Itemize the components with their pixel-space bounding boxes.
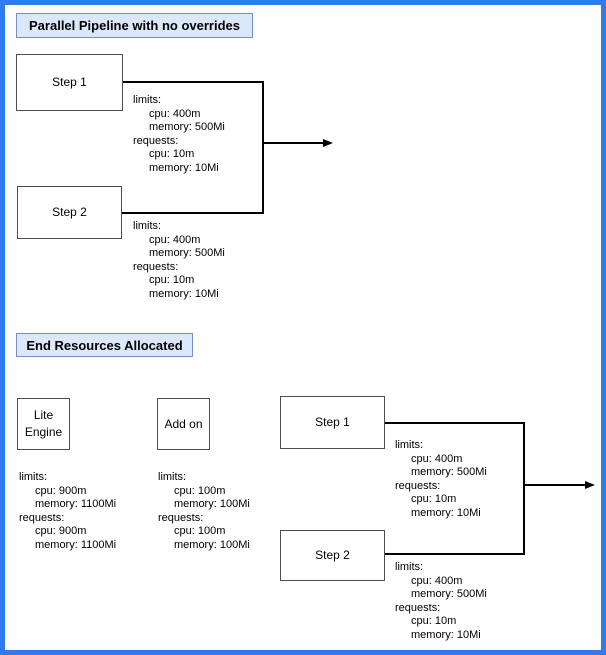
resource-line: memory: 10Mi: [411, 506, 481, 519]
resource-line: requests:: [133, 260, 179, 273]
node-bottom-step2: Step 2: [280, 530, 385, 581]
connector-top-merge-line: [262, 81, 264, 214]
resource-line: cpu: 100m: [174, 525, 226, 537]
resource-line: memory: 500Mi: [149, 247, 225, 259]
resource-line: memory: 1100Mi: [35, 498, 117, 510]
resource-line: limits:: [133, 94, 162, 106]
resource-line: cpu: 400m: [411, 574, 463, 587]
resource-line: limits:: [19, 471, 48, 483]
resource-line: cpu: 400m: [149, 233, 201, 246]
resources-bottom-step1: limits: cpu: 400m memory: 500Mi requests…: [395, 439, 487, 520]
resources-bottom-step2: limits: cpu: 400m memory: 500Mi requests…: [395, 561, 487, 642]
resource-line: memory: 1100Mi: [35, 538, 117, 551]
node-lite-engine: Lite Engine: [17, 398, 70, 450]
section-title-parallel-pipeline: Parallel Pipeline with no overrides: [16, 13, 253, 38]
resource-line: cpu: 400m: [411, 452, 463, 465]
connector-top-step1-line: [123, 81, 263, 83]
resource-line: requests:: [19, 511, 65, 524]
resource-line: limits:: [395, 439, 424, 451]
node-add-on: Add on: [157, 398, 210, 450]
node-lite-engine-label: Lite Engine: [24, 408, 63, 439]
resources-top-step1: limits: cpu: 400m memory: 500Mi requests…: [133, 94, 225, 175]
node-bottom-step2-label: Step 2: [315, 548, 350, 562]
resources-add-on: limits: cpu: 100m memory: 100Mi requests…: [158, 471, 250, 552]
resource-line: cpu: 900m: [35, 484, 87, 497]
node-top-step2-label: Step 2: [52, 205, 87, 219]
resource-line: memory: 100Mi: [174, 498, 250, 510]
resource-line: requests:: [395, 601, 441, 614]
connector-bottom-output-line: [524, 484, 585, 486]
resource-line: cpu: 400m: [149, 107, 201, 120]
node-top-step2: Step 2: [17, 186, 122, 239]
connector-top-output-line: [263, 142, 324, 144]
resource-line: memory: 100Mi: [174, 538, 250, 551]
resource-line: limits:: [395, 561, 424, 573]
resource-line: limits:: [158, 471, 187, 483]
resource-line: limits:: [133, 220, 162, 232]
arrow-right-icon: [323, 138, 333, 147]
resource-line: cpu: 10m: [149, 274, 195, 286]
connector-bottom-step1-line: [385, 422, 524, 424]
connector-top-step2-line: [122, 212, 263, 214]
resources-lite-engine: limits: cpu: 900m memory: 1100Mi request…: [19, 471, 116, 552]
resource-line: cpu: 900m: [35, 525, 87, 537]
resource-line: cpu: 10m: [411, 493, 457, 505]
section-title-end-resources: End Resources Allocated: [16, 333, 193, 357]
resource-line: memory: 500Mi: [411, 588, 487, 600]
node-add-on-label: Add on: [164, 416, 203, 431]
resource-line: memory: 10Mi: [411, 628, 481, 641]
resource-line: requests:: [395, 479, 441, 492]
resource-line: cpu: 10m: [411, 615, 457, 627]
arrow-right-icon: [585, 480, 595, 489]
resources-top-step2: limits: cpu: 400m memory: 500Mi requests…: [133, 220, 225, 301]
resource-line: memory: 10Mi: [149, 161, 219, 174]
resource-line: memory: 500Mi: [411, 466, 487, 478]
resource-line: memory: 500Mi: [149, 121, 225, 133]
resource-line: memory: 10Mi: [149, 287, 219, 300]
node-bottom-step1-label: Step 1: [315, 415, 350, 429]
resource-line: cpu: 100m: [174, 484, 226, 497]
connector-bottom-step2-line: [385, 553, 524, 555]
resource-line: requests:: [133, 134, 179, 147]
resource-line: cpu: 10m: [149, 148, 195, 160]
resource-line: requests:: [158, 511, 204, 524]
node-bottom-step1: Step 1: [280, 396, 385, 449]
node-top-step1-label: Step 1: [52, 75, 87, 89]
node-top-step1: Step 1: [16, 54, 123, 111]
connector-bottom-merge-line: [523, 422, 525, 555]
